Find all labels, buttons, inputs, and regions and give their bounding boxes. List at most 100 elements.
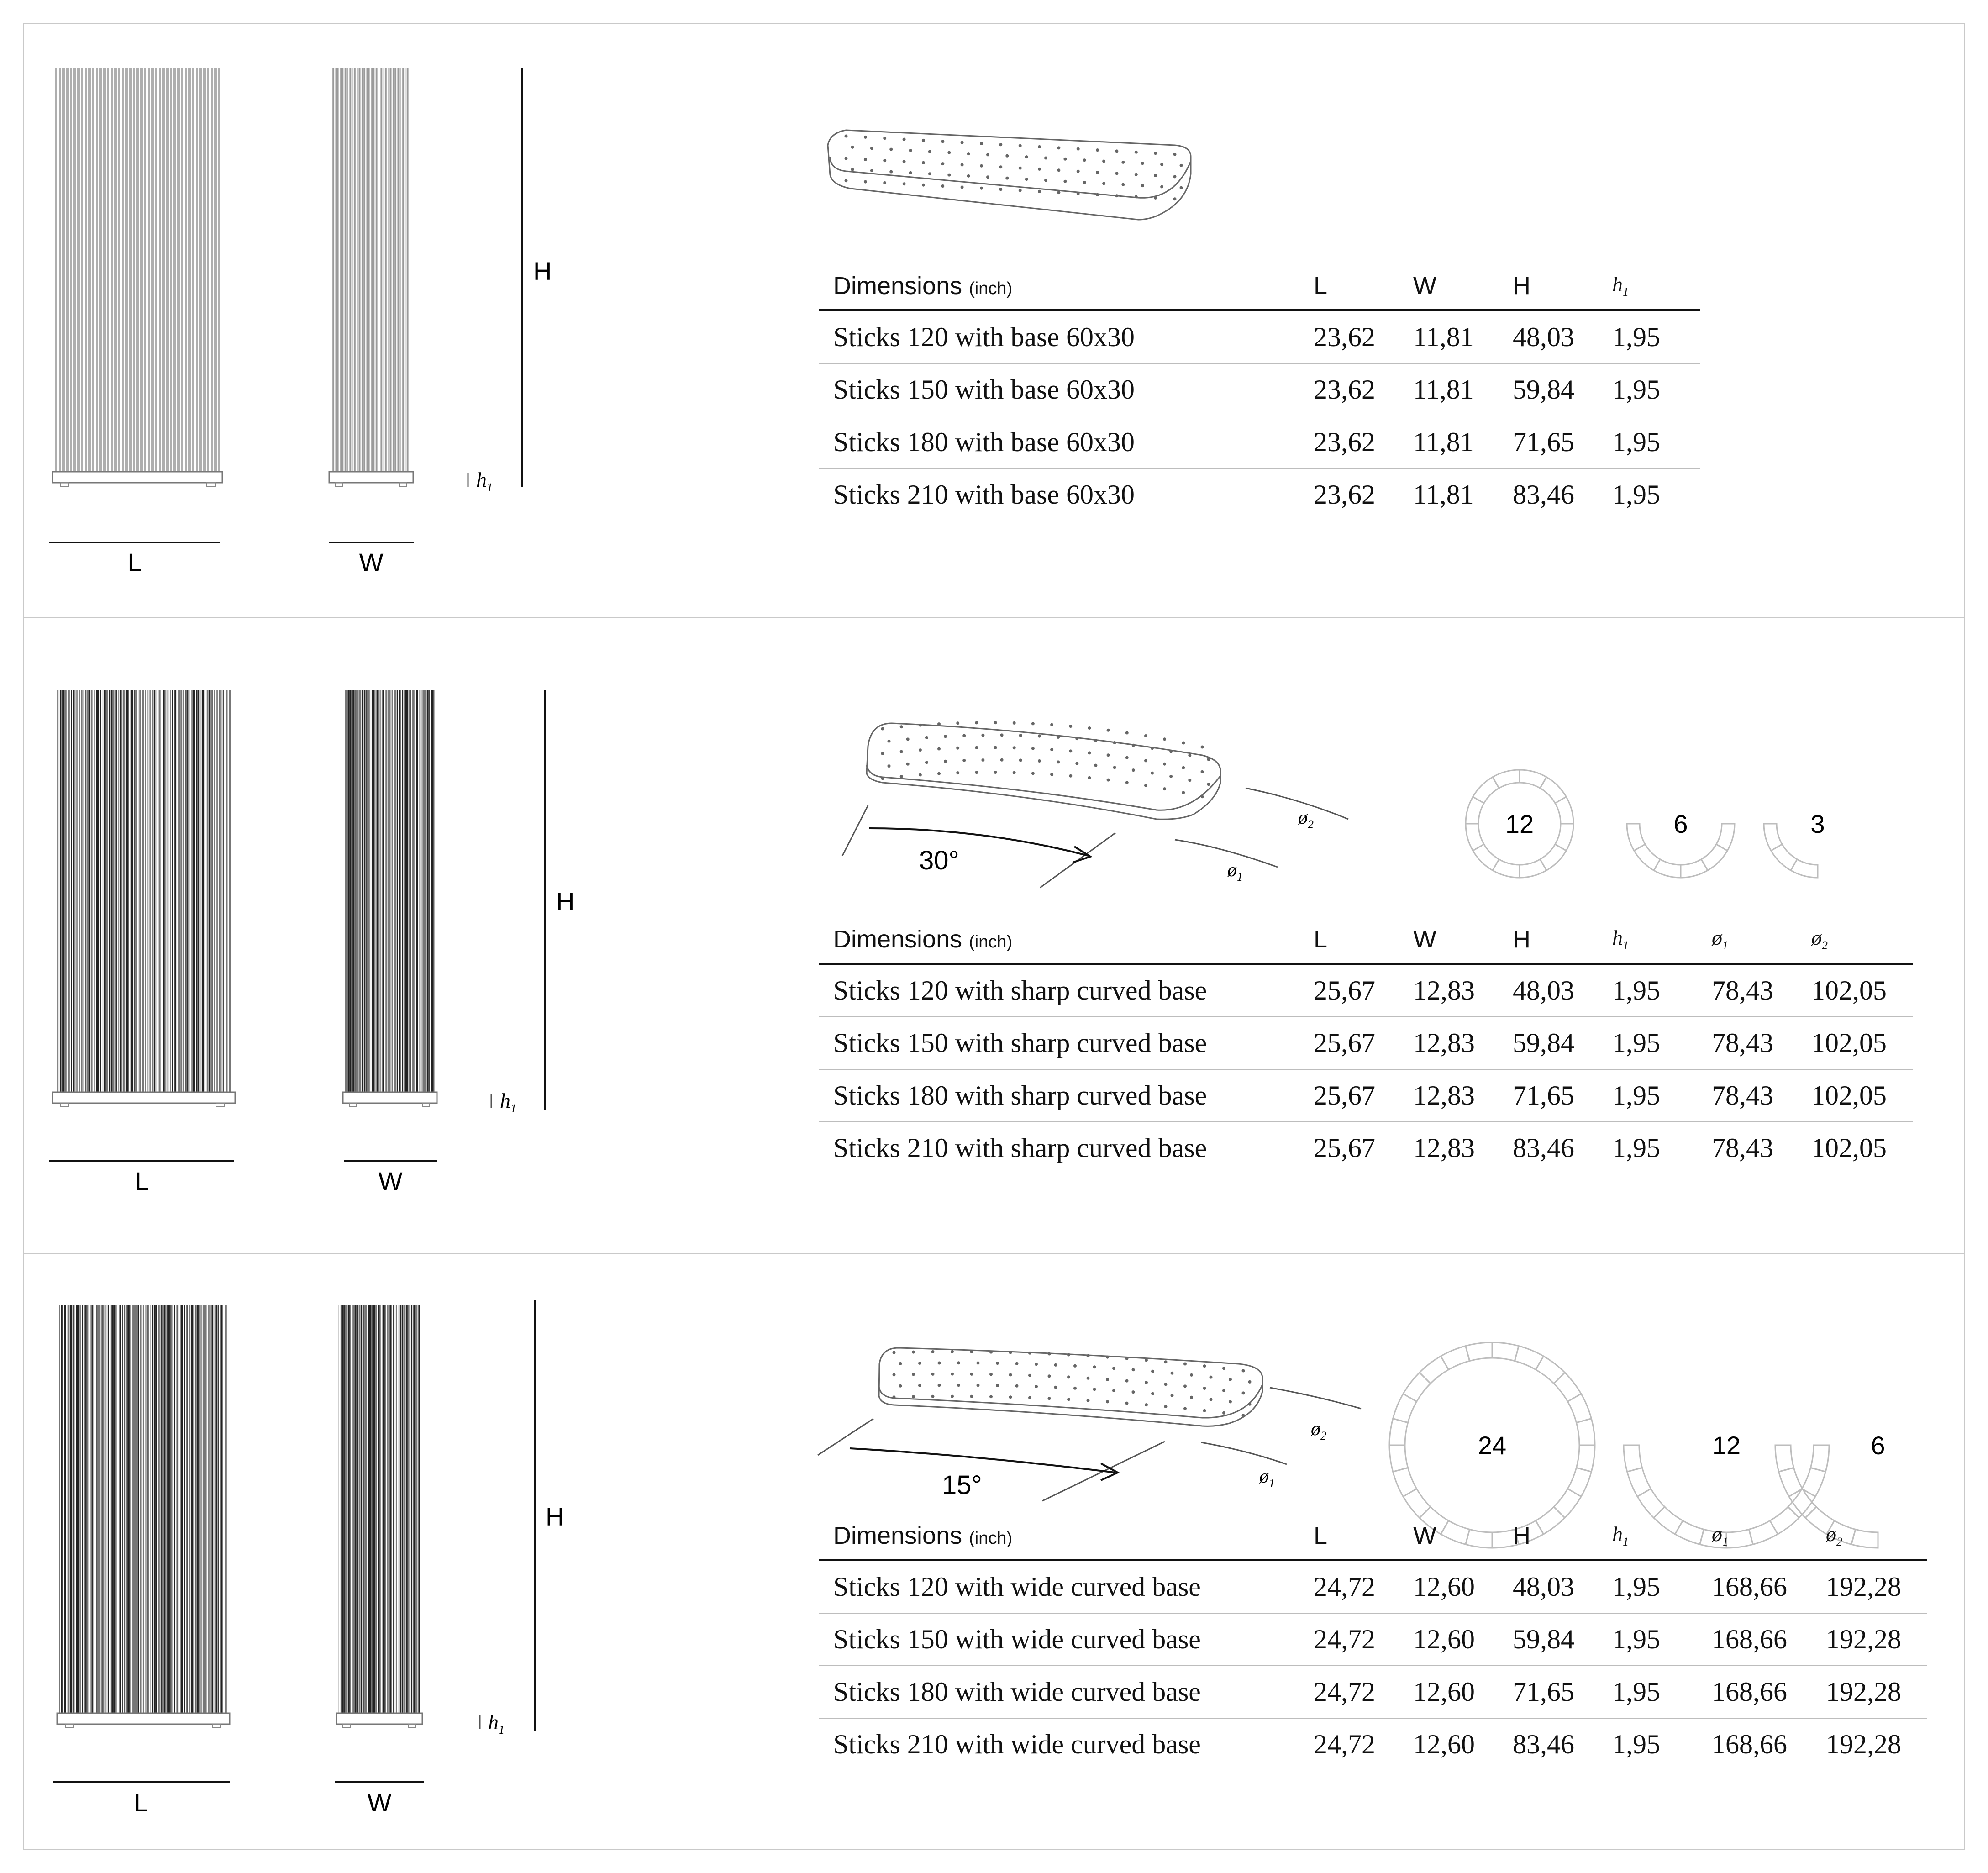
header-dimensions: Dimensions (inch) bbox=[819, 925, 1299, 965]
front-view-base bbox=[52, 1091, 236, 1104]
dimension-value-cell: 71,65 bbox=[1498, 1069, 1598, 1122]
length-label: L bbox=[135, 1167, 149, 1195]
header-w: W bbox=[1399, 272, 1498, 311]
model-name-cell: Sticks 150 with wide curved base bbox=[819, 1613, 1299, 1666]
dimension-value-cell: 1,95 bbox=[1598, 1069, 1697, 1122]
base-foot bbox=[216, 1103, 225, 1107]
model-name-cell: Sticks 120 with sharp curved base bbox=[819, 963, 1299, 1017]
height-label: H bbox=[533, 257, 552, 285]
header-w: W bbox=[1399, 925, 1498, 965]
width-label: W bbox=[368, 1788, 392, 1817]
base-isometric-illustration bbox=[827, 129, 1192, 221]
dimensions-table: Dimensions (inch) L W H h1 ø1 ø2 Sticks … bbox=[819, 925, 1913, 1174]
header-dimensions: Dimensions (inch) bbox=[819, 272, 1299, 311]
angle-label: 15° bbox=[942, 1470, 982, 1500]
dimension-value-cell: 192,28 bbox=[1826, 1729, 1901, 1759]
dimension-value-cell: 1,95 bbox=[1598, 363, 1700, 416]
header-h1: h1 bbox=[1598, 1521, 1697, 1561]
model-name-cell: Sticks 210 with wide curved base bbox=[833, 1729, 1201, 1759]
dimension-value-cell: 83,46 bbox=[1513, 1729, 1574, 1759]
dimension-value-cell: 192,28 bbox=[1811, 1613, 1927, 1666]
section-sharp-curved-base: L W H h1 30° ø1 ø2 bbox=[24, 617, 1964, 1253]
dimension-value-cell: 12,83 bbox=[1399, 963, 1498, 1017]
dimension-value-cell: 11,81 bbox=[1413, 479, 1474, 510]
h1-label: h1 bbox=[500, 1089, 516, 1115]
dimension-value-cell: 24,72 bbox=[1314, 1729, 1375, 1759]
dimension-value-cell: 24,72 bbox=[1299, 1560, 1399, 1614]
model-name-cell: Sticks 210 with base 60x30 bbox=[833, 479, 1135, 510]
dimension-value-cell: 168,66 bbox=[1697, 1560, 1811, 1614]
front-view-base bbox=[52, 471, 223, 484]
dimension-value-cell: 23,62 bbox=[1299, 416, 1399, 469]
header-l: L bbox=[1299, 925, 1399, 965]
diameter-1-arc bbox=[1201, 1442, 1287, 1465]
table-row: Sticks 210 with base 60x30 23,62 11,81 83,4… bbox=[819, 468, 1700, 521]
header-diameter-1: ø1 bbox=[1697, 1521, 1811, 1561]
dimension-value-cell: 11,81 bbox=[1399, 416, 1498, 469]
table-header-row: Dimensions (inch) L W H h1 ø1 ø2 bbox=[819, 1521, 1927, 1561]
front-view-sticks bbox=[59, 1305, 227, 1713]
height-label: H bbox=[556, 887, 574, 916]
base-foot bbox=[60, 482, 69, 487]
angle-arrow bbox=[868, 827, 1089, 857]
dimension-value-cell: 23,62 bbox=[1299, 363, 1399, 416]
side-view-base bbox=[336, 1712, 423, 1725]
dimension-value-cell: 102,05 bbox=[1797, 1017, 1913, 1070]
dimension-value-cell: 192,28 bbox=[1811, 1666, 1927, 1719]
model-name-cell: Sticks 120 with wide curved base bbox=[819, 1560, 1299, 1614]
base-isometric-illustration: 30° ø1 ø2 bbox=[841, 721, 1349, 889]
ring-count-12: 12 bbox=[1712, 1431, 1741, 1460]
dimension-value-cell: 102,05 bbox=[1797, 1069, 1913, 1122]
dimension-value-cell: 1,95 bbox=[1598, 1666, 1697, 1719]
length-label: L bbox=[127, 548, 142, 577]
dimension-value-cell: 83,46 bbox=[1513, 479, 1574, 510]
ring-count-3: 3 bbox=[1810, 810, 1825, 838]
dimensions-table: Dimensions (inch) L W H h1 ø1 ø2 Sticks … bbox=[819, 1521, 1927, 1770]
base-foot bbox=[335, 482, 343, 487]
diameter-1-arc bbox=[1174, 839, 1278, 868]
header-l: L bbox=[1299, 272, 1399, 311]
header-diameter-1: ø1 bbox=[1697, 925, 1797, 965]
section-straight-base: L W H h1 Dimensions (inch) L W H h1 bbox=[24, 24, 1964, 617]
base-foot bbox=[422, 1103, 430, 1107]
base-isometric-illustration: 15° ø1 ø2 bbox=[817, 1347, 1362, 1502]
dimension-value-cell: 168,66 bbox=[1697, 1666, 1811, 1719]
height-label: H bbox=[546, 1502, 564, 1531]
diameter-1-label: ø1 bbox=[1259, 1466, 1275, 1490]
base-foot bbox=[408, 1724, 416, 1728]
ring-count-12: 12 bbox=[1505, 810, 1534, 838]
dimension-value-cell: 24,72 bbox=[1299, 1613, 1399, 1666]
dimension-value-cell: 1,95 bbox=[1598, 1560, 1697, 1614]
ring-count-6: 6 bbox=[1673, 810, 1688, 838]
dimension-value-cell: 1,95 bbox=[1598, 310, 1700, 364]
dimension-value-cell: 12,83 bbox=[1399, 1017, 1498, 1070]
dimension-value-cell: 11,81 bbox=[1399, 310, 1498, 364]
dimension-value-cell: 23,62 bbox=[1314, 479, 1375, 510]
dimension-value-cell: 25,67 bbox=[1299, 1017, 1399, 1070]
ring-count-24: 24 bbox=[1478, 1431, 1506, 1460]
front-view-base bbox=[56, 1712, 231, 1725]
diameter-1-label: ø1 bbox=[1227, 860, 1243, 884]
header-diameter-2: ø2 bbox=[1811, 1521, 1927, 1561]
side-view-base bbox=[342, 1091, 438, 1104]
dimension-value-cell: 24,72 bbox=[1299, 1666, 1399, 1719]
dimension-value-cell: 11,81 bbox=[1399, 363, 1498, 416]
diameter-2-arc bbox=[1269, 1387, 1362, 1410]
side-view-sticks bbox=[345, 690, 435, 1092]
width-label: W bbox=[379, 1167, 403, 1195]
spec-sheet: L W H h1 Dimensions (inch) L W H h1 bbox=[23, 23, 1965, 1850]
diameter-2-label: ø2 bbox=[1310, 1419, 1326, 1442]
side-view-sticks bbox=[332, 68, 410, 472]
base-foot bbox=[65, 1724, 74, 1728]
dimension-value-cell: 168,66 bbox=[1697, 1613, 1811, 1666]
header-h1: h1 bbox=[1598, 272, 1700, 311]
base-foot bbox=[399, 482, 407, 487]
front-view-sticks bbox=[55, 68, 220, 472]
